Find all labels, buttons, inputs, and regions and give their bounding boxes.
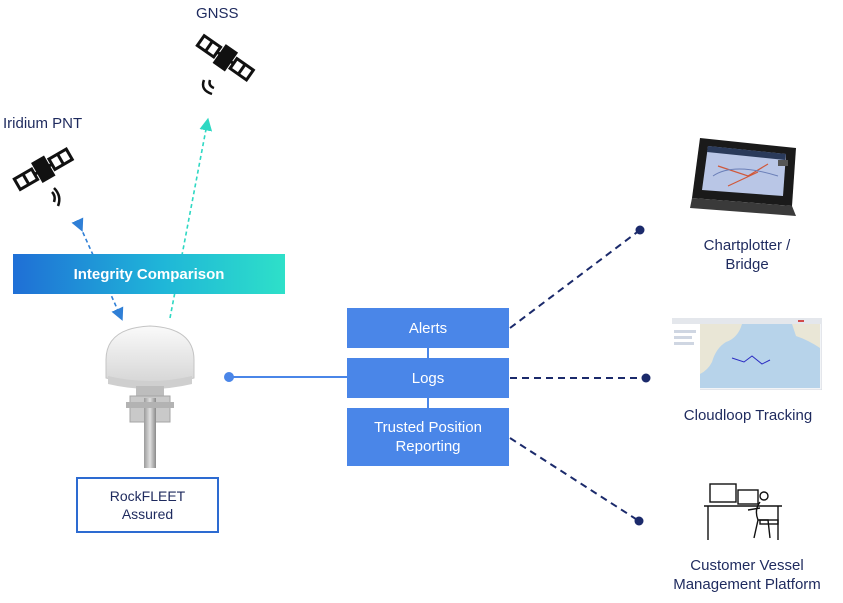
customer-dot (634, 516, 644, 526)
chartplotter-label-line2: Bridge (725, 256, 769, 273)
chartplotter-label-line1: Chartplotter / (703, 237, 791, 254)
cloudloop-label: Cloudloop Tracking (683, 407, 813, 424)
customer-label-line1: Customer Vessel (690, 557, 804, 574)
trusted-position-box: Trusted Position Reporting (347, 408, 509, 466)
trusted-to-customer-line (509, 437, 640, 522)
iridium-link-arrow (71, 217, 124, 321)
satellite-icon (195, 33, 256, 96)
trusted-label-line1: Trusted Position (374, 419, 482, 436)
chartplotter-icon (690, 138, 796, 216)
gnss-label: GNSS (196, 5, 239, 22)
satellite-icon (12, 147, 75, 207)
person-at-desk-icon (704, 483, 782, 540)
iridium-label: Iridium PNT (3, 115, 83, 132)
chartplotter-label: Chartplotter / Bridge (683, 236, 811, 274)
device-connector-dot (224, 372, 234, 382)
device-label-line2: Assured (121, 506, 174, 522)
device-label-line1: RockFLEET (109, 488, 186, 504)
gnss-link-arrow (169, 117, 213, 319)
chartplotter-dot (635, 225, 645, 235)
alerts-box: Alerts (347, 308, 509, 348)
logs-box: Logs (347, 358, 509, 398)
rockfleet-assured-box: RockFLEET Assured (76, 477, 219, 533)
integrity-comparison-bar: Integrity Comparison (13, 254, 285, 294)
alerts-to-chartplotter-line (509, 229, 641, 329)
customer-label: Customer Vessel Management Platform (652, 556, 842, 594)
customer-label-line2: Management Platform (673, 576, 821, 593)
cloudloop-dot (641, 373, 651, 383)
antenna-device-icon (105, 325, 195, 468)
map-screen-icon (672, 318, 822, 390)
trusted-label-line2: Reporting (395, 438, 461, 455)
